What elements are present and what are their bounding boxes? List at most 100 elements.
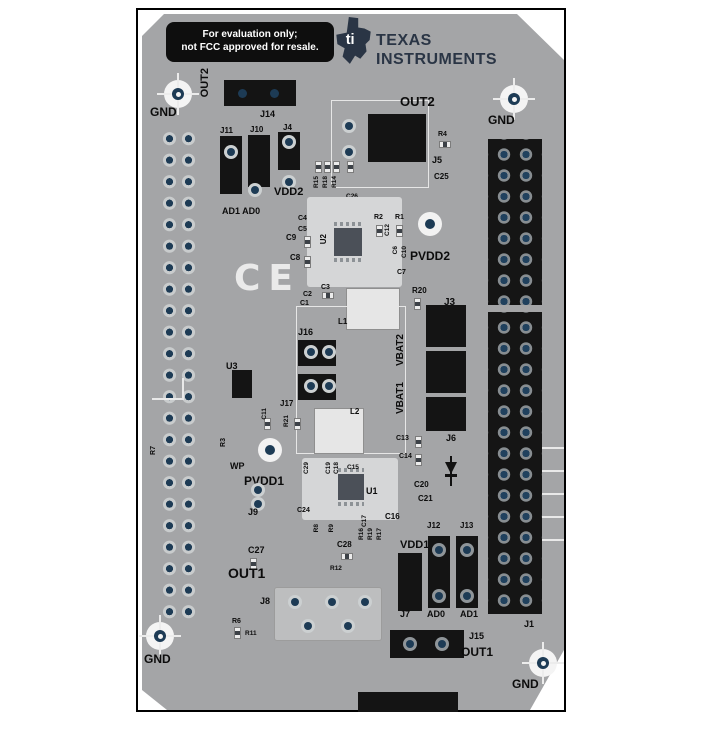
refdes-l2: L2 [350,407,360,416]
refdes-l1: L1 [338,317,348,326]
ce-mark: CE [234,258,302,299]
inductor-l1 [346,288,400,330]
out2-vertical-label: OUT2 [199,68,211,98]
refdes-j5: J5 [432,155,443,165]
u1-chip [338,474,364,500]
refdes-j16: J16 [298,327,314,337]
refdes-c27: C27 [248,545,265,555]
gnd-label-top-left: GND [150,105,177,119]
refdes-j11: J11 [220,126,233,135]
refdes-r7: R7 [150,446,157,455]
silkscreen-tick [542,539,564,541]
passive-component [347,161,354,173]
left-header-pad-array [160,128,198,622]
passive-component [396,225,403,237]
pad [304,345,318,359]
refdes-j8: J8 [260,596,271,606]
pad [342,145,356,159]
refdes-r2: R2 [374,214,383,221]
refdes-c7: C7 [397,269,406,276]
u2-chip [334,228,362,256]
inductor-l2 [314,408,364,454]
passive-component [315,161,322,173]
refdes-c16: C16 [385,512,400,521]
ad1-ad0-label: AD1 AD0 [222,206,261,216]
refdes-r15: R15 [313,176,320,188]
mount-hole-bottom-left [139,615,181,657]
refdes-c9: C9 [286,233,297,242]
pad [248,183,262,197]
refdes-c3: C3 [321,284,330,291]
refdes-c21: C21 [418,494,433,503]
ic-pins [338,468,364,472]
passive-component [250,558,257,570]
out2-label: OUT2 [400,94,435,109]
refdes-c19: C19 [325,462,332,474]
refdes-r21: R21 [283,415,290,427]
right-header-bottom [488,312,542,614]
refdes-c2: C2 [303,291,312,298]
refdes-c5: C5 [298,226,307,233]
right-header-top [488,139,542,305]
refdes-j6: J6 [446,433,457,443]
passive-component [304,236,311,248]
pad [282,175,296,189]
vbat2-label: VBAT2 [395,334,406,367]
ti-logo-icon: ti [334,16,372,66]
refdes-u1: U1 [366,486,378,496]
passive-component [376,225,383,237]
pad [342,119,356,133]
pad [432,589,446,603]
vdd1-label: VDD1 [400,539,430,551]
refdes-c26: C26 [346,193,358,201]
out1-j15-label: OUT1 [461,645,494,659]
disclaimer-line2: not FCC approved for resale. [181,42,319,53]
silkscreen-tick [542,447,564,449]
refdes-j17: J17 [280,399,294,408]
refdes-u2: U2 [319,234,328,245]
refdes-c8: C8 [290,253,301,262]
vbat1-label: VBAT1 [395,382,406,415]
passive-component [415,436,422,448]
connector-j15 [390,630,464,658]
refdes-r6: R6 [232,618,241,625]
refdes-r19: R19 [367,528,374,540]
mount-hole-bottom-right [522,642,564,684]
refdes-u3: U3 [226,361,238,371]
pad [325,595,339,609]
refdes-r11: R11 [245,630,257,637]
connector-j3-a [426,305,466,347]
pad [322,379,336,393]
refdes-r1: R1 [395,214,404,221]
passive-component [234,627,241,639]
refdes-j13: J13 [460,521,474,530]
passive-component [324,161,331,173]
refdes-r8: R8 [313,524,320,533]
refdes-c6: C6 [392,246,399,255]
refdes-r16: R16 [358,528,365,540]
pad [304,379,318,393]
pad [282,135,296,149]
refdes-c4: C4 [298,215,307,222]
refdes-j9: J9 [248,507,259,517]
refdes-j15: J15 [469,631,485,641]
pad [251,483,265,497]
refdes-j7: J7 [400,609,411,619]
pvdd1-test-point [258,438,282,462]
passive-component [341,553,353,560]
pad [224,145,238,159]
drawing-frame: For evaluation only; not FCC approved fo… [136,8,566,712]
wp-label: WP [230,461,245,471]
disclaimer-box: For evaluation only; not FCC approved fo… [166,22,334,62]
pad [251,497,265,511]
refdes-c24: C24 [297,507,310,514]
u3-chip [232,370,252,398]
connector-j7 [398,553,422,611]
vdd2-label: VDD2 [274,186,304,198]
refdes-r20: R20 [412,286,427,295]
gnd-label-bottom-right: GND [512,677,539,691]
pvdd2-test-point [418,212,442,236]
silkscreen-tick [542,470,564,472]
connector-j14 [224,80,296,106]
